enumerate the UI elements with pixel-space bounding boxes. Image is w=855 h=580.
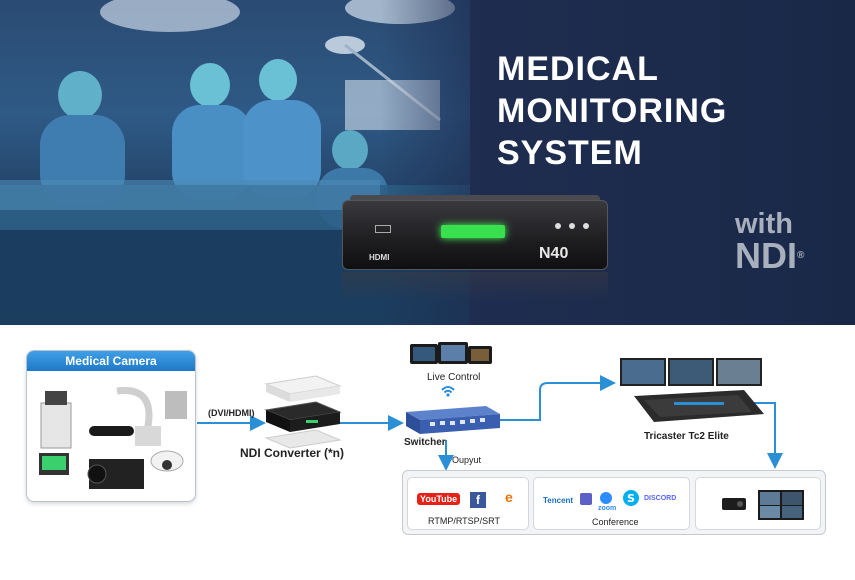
- switcher-to-tricaster-arrow: [500, 375, 616, 421]
- projector-screen-icon: [722, 490, 804, 520]
- usb-port-icon: [375, 225, 391, 233]
- wifi-icon: [441, 386, 455, 397]
- camera-panel-title: Medical Camera: [27, 351, 195, 371]
- medical-equipment-illustration: [39, 387, 187, 489]
- svg-text:S: S: [627, 492, 635, 505]
- weibo-logo: e: [505, 489, 513, 505]
- connector-arrows: [197, 375, 783, 471]
- streaming-label: RTMP/RTSP/SRT: [428, 516, 501, 526]
- skype-icon: S: [623, 490, 639, 506]
- output-label: Oupyut: [452, 455, 482, 465]
- discord-logo: DISCORD: [644, 495, 677, 502]
- n40-ndi-device: HDMI N40: [342, 200, 608, 270]
- ndi-text: NDI®: [735, 238, 805, 274]
- tricaster-to-projector-arrow: [747, 402, 783, 469]
- device-button: [569, 223, 575, 229]
- device-button: [555, 223, 561, 229]
- converter-label: NDI Converter (*n): [240, 446, 345, 460]
- hero-title-line: MEDICAL: [497, 50, 659, 88]
- zoom-logo: zoom: [598, 505, 617, 512]
- hero-title-line: SYSTEM: [497, 134, 643, 172]
- youtube-logo: YouTube: [417, 493, 461, 505]
- device-button: [583, 223, 589, 229]
- hero-gradient-overlay: [380, 0, 520, 325]
- hero-title: MEDICAL MONITORING SYSTEM: [497, 48, 727, 174]
- ndi-wordmark: NDI: [735, 235, 797, 276]
- hdmi-label: HDMI: [369, 253, 390, 262]
- medical-camera-panel: Medical Camera: [26, 350, 196, 502]
- network-switch-icon: [406, 406, 500, 434]
- switcher-label: Switcher: [404, 437, 446, 448]
- ndi-converter-icon: [264, 375, 342, 449]
- with-text: with: [735, 208, 793, 240]
- tencent-logo: Tencent: [543, 496, 574, 505]
- facebook-logo: f: [470, 492, 486, 508]
- input-label: (DVI/HDMI): [208, 408, 255, 418]
- live-control-label: Live Control: [427, 372, 481, 383]
- teams-zoom-icons: [580, 492, 612, 505]
- tricaster-label: Tricaster Tc2 Elite: [644, 431, 729, 442]
- tricaster-workstation-icon: [620, 358, 764, 422]
- hero-banner: MEDICAL MONITORING SYSTEM with NDI® HDMI…: [0, 0, 855, 325]
- device-display: [441, 225, 505, 238]
- hero-title-line: MONITORING: [497, 92, 728, 130]
- registered-mark: ®: [797, 250, 805, 261]
- device-logo: N40: [539, 245, 569, 262]
- device-reflection: [342, 272, 608, 302]
- conference-label: Conference: [592, 517, 639, 527]
- with-ndi-badge: with NDI®: [735, 208, 805, 274]
- conference-group: [533, 477, 690, 530]
- tablet-devices-icon: [410, 342, 492, 364]
